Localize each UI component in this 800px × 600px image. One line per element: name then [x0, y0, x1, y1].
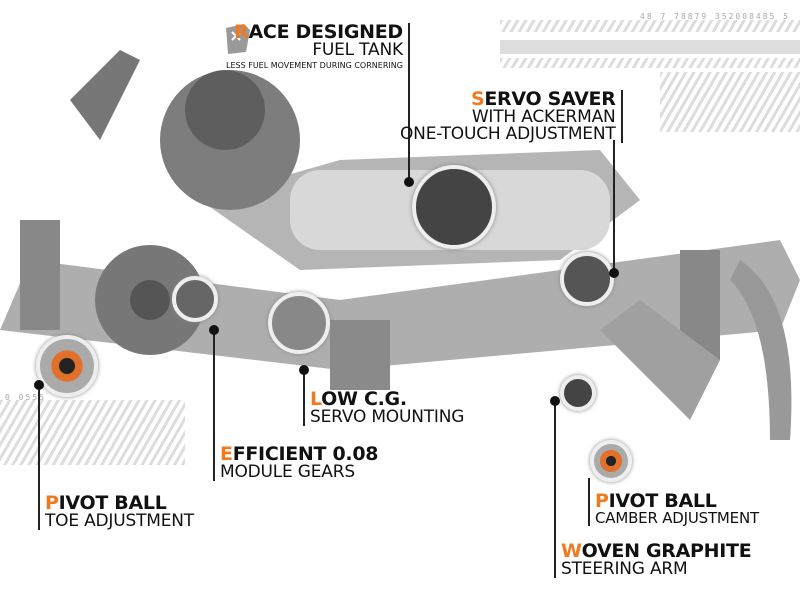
leader-line	[613, 140, 615, 275]
decor-bar	[500, 40, 800, 54]
leader-dot	[550, 396, 560, 406]
leader-line	[213, 330, 215, 448]
leader-line	[38, 385, 40, 497]
decor-numbers-top: 48 7 78879 352008485 5	[640, 12, 790, 21]
magnifier-gears	[172, 276, 218, 322]
magnifier-fuel-tank	[412, 165, 496, 249]
leader-dot	[404, 177, 414, 187]
leader-line	[408, 69, 410, 182]
decor-numbers-left: 0 0555	[5, 393, 46, 402]
callout-servo-saver: SERVO SAVER WITH ACKERMAN ONE-TOUCH ADJU…	[400, 90, 623, 143]
magnifier-steering-arm	[560, 375, 596, 411]
magnifier-pivot-ball-camber	[590, 440, 632, 482]
leader-dot	[34, 380, 44, 390]
callout-steering-arm: WOVEN GRAPHITE STEERING ARM	[554, 542, 752, 578]
callout-fuel-tank: RACE DESIGNED FUEL TANK LESS FUEL MOVEME…	[226, 23, 410, 70]
magnifier-servo-saver	[560, 252, 614, 306]
leader-dot	[209, 325, 219, 335]
magnifier-servo-mount	[268, 292, 330, 354]
leader-dot	[609, 268, 619, 278]
decor-stripe	[0, 400, 185, 465]
magnifier-pivot-ball-toe	[36, 335, 98, 397]
leader-line	[554, 400, 556, 545]
callout-low-cg: LOW C.G. SERVO MOUNTING	[303, 390, 464, 426]
callout-pivot-ball-toe: PIVOT BALL TOE ADJUSTMENT	[38, 494, 194, 530]
leader-dot	[299, 365, 309, 375]
leader-line	[303, 370, 305, 392]
decor-stripe	[660, 72, 800, 132]
decor-stripe	[500, 20, 800, 32]
leader-line	[588, 478, 590, 494]
callout-pivot-ball-camber: PIVOT BALL CAMBER ADJUSTMENT	[588, 492, 759, 526]
fuel-tank-icon	[226, 24, 250, 54]
callout-gears: EFFICIENT 0.08 MODULE GEARS	[213, 445, 378, 481]
decor-stripe	[500, 58, 800, 68]
